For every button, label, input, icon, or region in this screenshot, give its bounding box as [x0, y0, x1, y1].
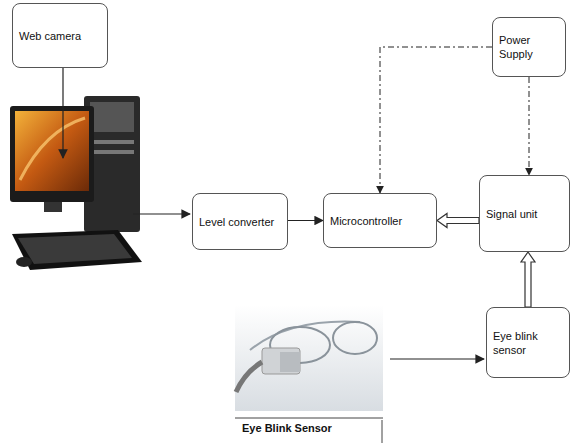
box-label: Microcontroller: [330, 214, 402, 228]
text-group: Eye blink sensor: [493, 329, 563, 357]
text-group: Level converter: [199, 215, 274, 229]
camera-arrow: [62, 68, 63, 158]
process-box: Signal unit: [479, 175, 570, 252]
caption-label: Eye Blink Sensor: [242, 422, 332, 434]
process-box: Microcontroller: [323, 193, 437, 248]
connector: [380, 47, 492, 193]
process-box: Level converter: [192, 193, 288, 250]
box-label: Signal unit: [486, 207, 537, 221]
text-group: Web camera: [19, 29, 81, 43]
box-label: Eye blink sensor: [493, 329, 563, 357]
box-label: Power Supply: [499, 33, 559, 61]
text-group: Signal unit: [486, 207, 537, 221]
glasses-arrow: [390, 358, 484, 359]
text-group: Power Supply: [499, 33, 559, 61]
process-box: Eye blink sensor: [486, 307, 570, 378]
box-label: Web camera: [19, 29, 81, 43]
process-box: Power Supply: [492, 17, 566, 77]
connector: [288, 220, 323, 221]
text-group: Microcontroller: [330, 214, 402, 228]
computer-picture: [10, 96, 142, 270]
box-label: Level converter: [199, 215, 274, 229]
pc-arrow: [133, 213, 190, 214]
connector: [521, 252, 535, 307]
connector: [529, 77, 530, 175]
sensor-photo: [235, 305, 383, 443]
connector: [437, 214, 479, 228]
process-box: Web camera: [12, 3, 108, 68]
